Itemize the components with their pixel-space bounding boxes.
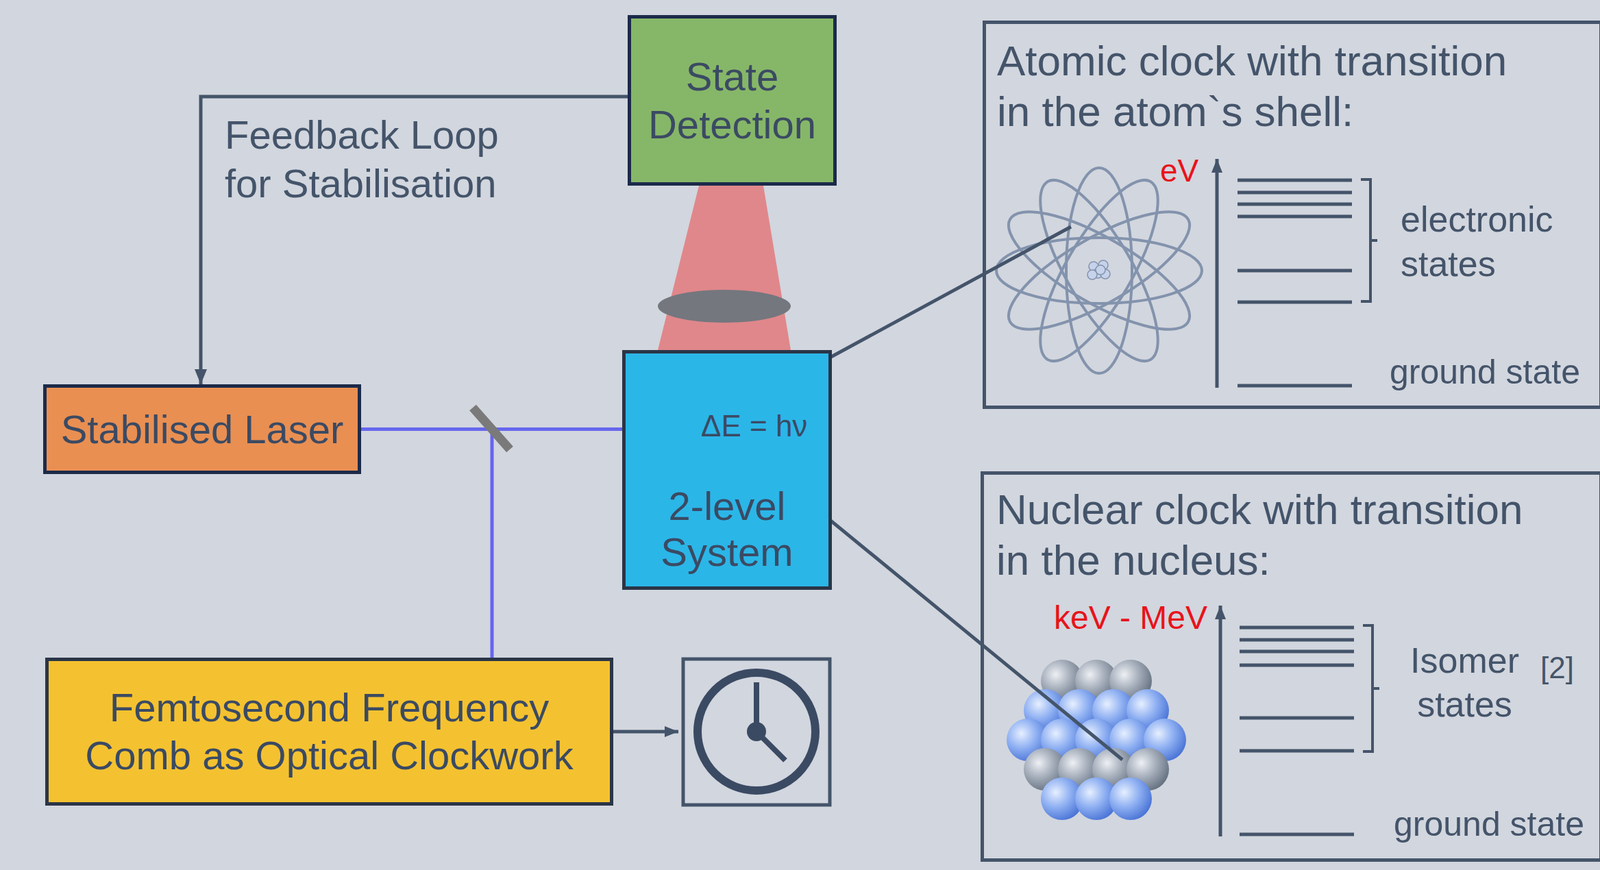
process-box: State Detection	[627, 15, 837, 186]
info-panel: Nuclear clock with transition in the nuc…	[980, 471, 1600, 863]
level-label: ground state	[1389, 351, 1581, 393]
box-label: Stabilised Laser	[60, 405, 344, 454]
panel-heading: Nuclear clock with transition in the nuc…	[996, 484, 1545, 587]
energy-level	[1239, 749, 1355, 754]
energy-level	[1239, 833, 1355, 837]
energy-axis	[1215, 158, 1220, 388]
laser-beam	[361, 429, 492, 659]
energy-level	[1237, 202, 1352, 207]
nucleon	[1109, 777, 1152, 821]
box-label: State Detection	[643, 52, 821, 149]
energy-level	[1239, 716, 1355, 721]
info-panel: Atomic clock with transition in the atom…	[982, 20, 1600, 410]
level-label: Isomer states	[1404, 639, 1525, 728]
reference-number: [2]	[1540, 650, 1574, 687]
lens	[657, 289, 791, 323]
level-label: electronic states	[1400, 197, 1566, 287]
energy-level	[1239, 638, 1355, 643]
energy-level	[1237, 269, 1352, 273]
clock-pivot	[746, 722, 767, 742]
energy-level	[1239, 626, 1355, 630]
process-box: Femtosecond Frequency Comb as Optical Cl…	[45, 657, 614, 806]
energy-level	[1239, 663, 1355, 668]
process-box: Stabilised Laser	[43, 384, 362, 475]
connector-arrow	[200, 96, 628, 385]
energy-axis	[1219, 605, 1223, 837]
panel-heading: Atomic clock with transition in the atom…	[997, 35, 1546, 138]
electron-orbit	[1066, 167, 1132, 374]
box-label: Femtosecond Frequency Comb as Optical Cl…	[60, 683, 598, 780]
clock-face	[697, 672, 816, 791]
electron-orbit	[996, 237, 1202, 304]
energy-level	[1237, 191, 1352, 195]
bracket	[1360, 179, 1378, 302]
box-label: 2-level System	[625, 483, 829, 575]
clock-icon	[683, 659, 830, 806]
clock-arrow	[613, 730, 679, 734]
axis-unit: eV	[1160, 152, 1199, 190]
axis-unit: keV - MeV	[1053, 598, 1208, 638]
atom-illustration	[993, 165, 1205, 377]
system-box: ΔE = hν 2-level System	[622, 350, 832, 590]
energy-level	[1237, 215, 1352, 219]
formula: ΔE = hν	[700, 408, 808, 445]
energy-level	[1237, 178, 1352, 183]
detection-beam	[657, 185, 791, 351]
level-label: ground state	[1393, 803, 1585, 845]
bracket	[1362, 625, 1380, 752]
energy-level	[1239, 650, 1355, 654]
edge-label: Feedback Loop for Stabilisation	[224, 111, 547, 209]
energy-level	[1237, 300, 1352, 305]
atom-core	[1095, 265, 1106, 275]
clock-frame	[683, 659, 830, 806]
electron-orbit	[993, 190, 1205, 351]
energy-level	[1237, 384, 1352, 388]
beam-splitter	[472, 407, 510, 450]
